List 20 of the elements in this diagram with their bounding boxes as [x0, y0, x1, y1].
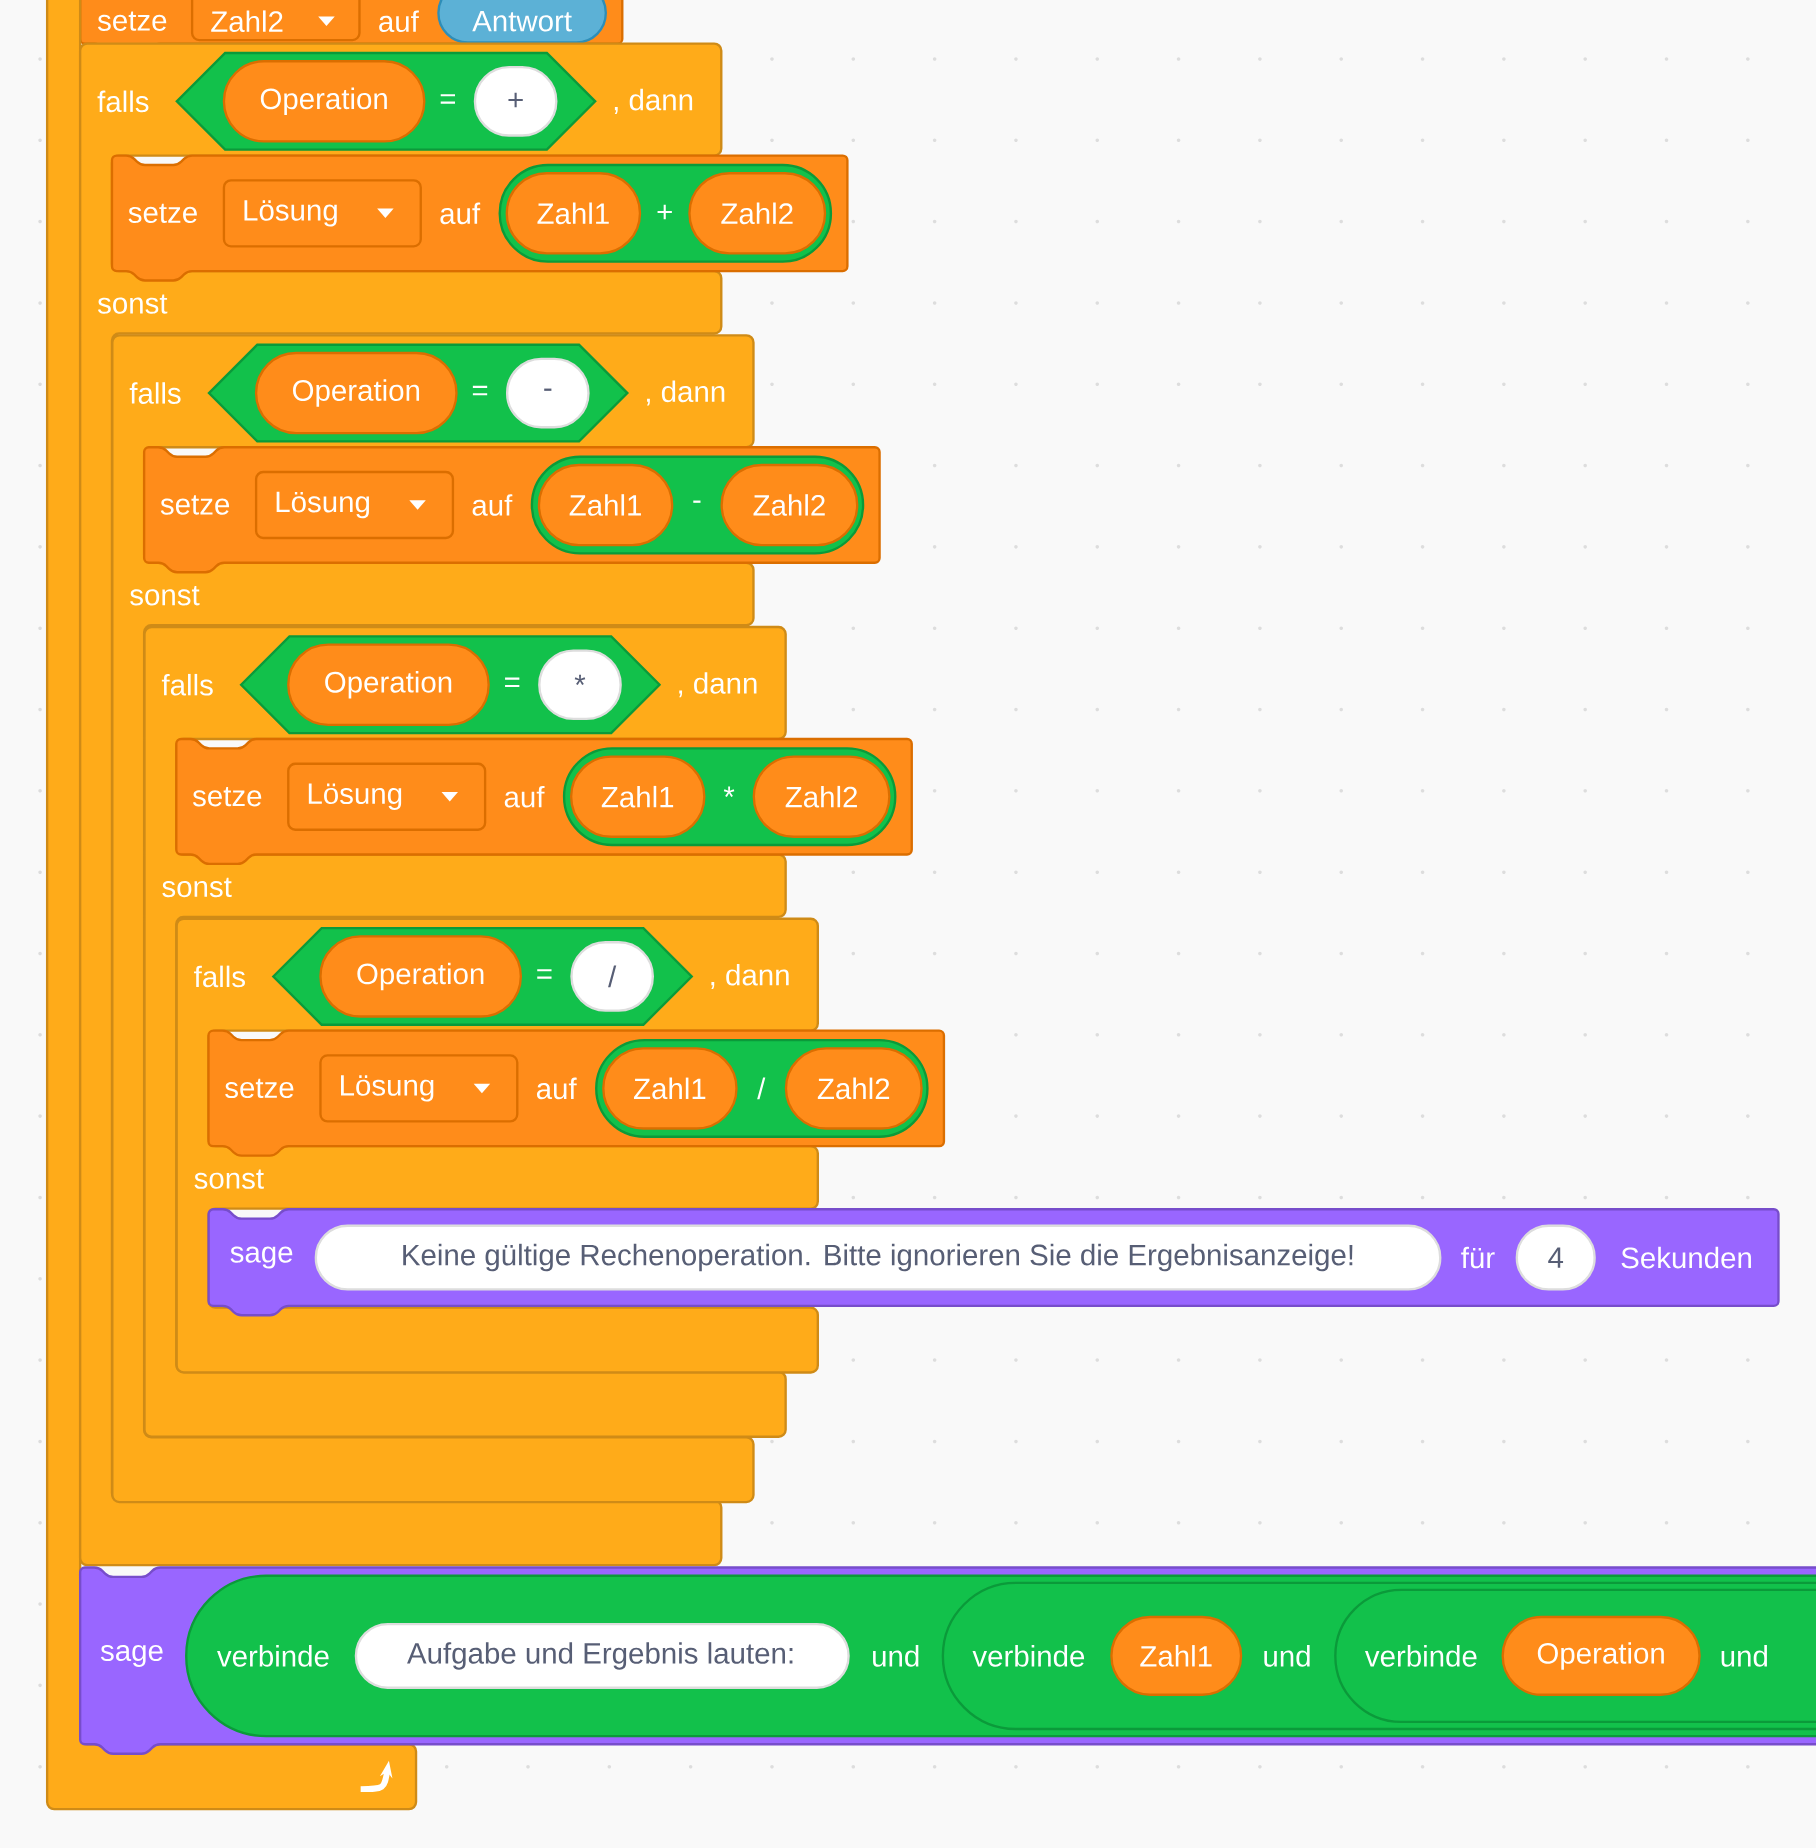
input-field: /: [570, 941, 654, 1012]
input-field: *: [538, 649, 622, 721]
input-field: +: [473, 66, 558, 137]
reporter-block: Operation: [254, 351, 458, 435]
input-field: Keine gültige Rechenoperation. Bitte ignorieren Sie die Ergebnisanzeige!: [314, 1224, 1442, 1291]
dropdown-menu: Lösung: [319, 1054, 519, 1123]
reporter-block: Antwort: [437, 0, 607, 44]
reporter-block: Zahl1: [537, 463, 674, 547]
reporter-block: Operation: [1501, 1615, 1701, 1696]
reporter-block: Operation: [222, 60, 426, 143]
input-field: 4: [1515, 1224, 1596, 1291]
input-field: Aufgabe und Ergebnis lauten:: [354, 1622, 850, 1689]
reporter-block: Operation: [287, 643, 490, 726]
input-field: -: [505, 357, 590, 429]
reporter-block: Operation: [319, 935, 522, 1018]
dropdown-menu: Lösung: [254, 470, 455, 540]
dropdown-menu: Zahl2: [190, 0, 361, 42]
dropdown-menu: Lösung: [287, 762, 487, 831]
dropdown-menu: Lösung: [222, 179, 422, 248]
reporter-block: Zahl2: [720, 463, 859, 547]
